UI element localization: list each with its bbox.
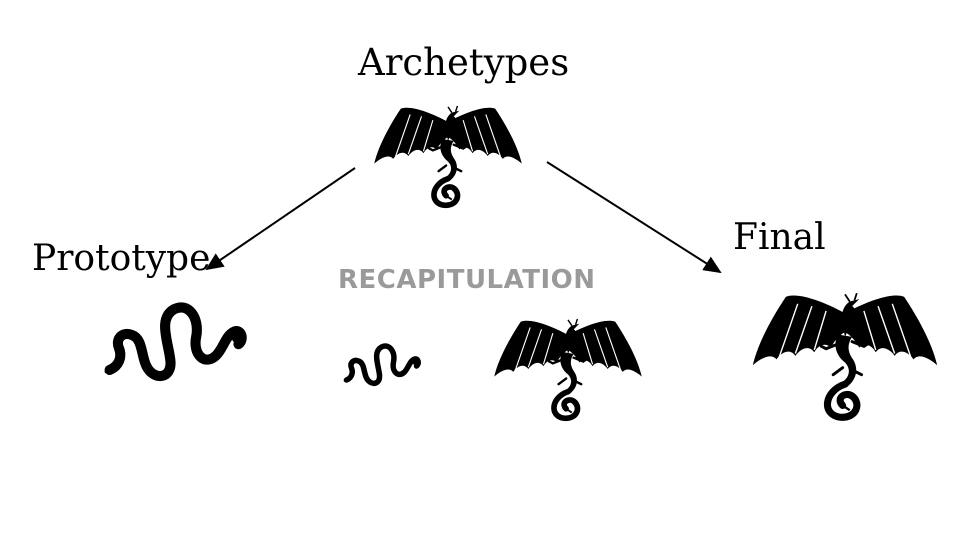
snake-icon-small [345, 346, 420, 383]
dragon-icon [374, 106, 521, 205]
archetypes-label: Archetypes [358, 41, 570, 84]
dragon-icon-center [494, 319, 641, 418]
dragon-icon-final [753, 293, 937, 417]
arrow-right [546, 161, 722, 274]
final-label: Final [733, 217, 826, 258]
prototype-label: Prototype [32, 238, 211, 279]
arrow-left [205, 167, 356, 271]
snake-icon [106, 307, 243, 376]
recapitulation-label: RECAPITULATION [338, 265, 596, 295]
